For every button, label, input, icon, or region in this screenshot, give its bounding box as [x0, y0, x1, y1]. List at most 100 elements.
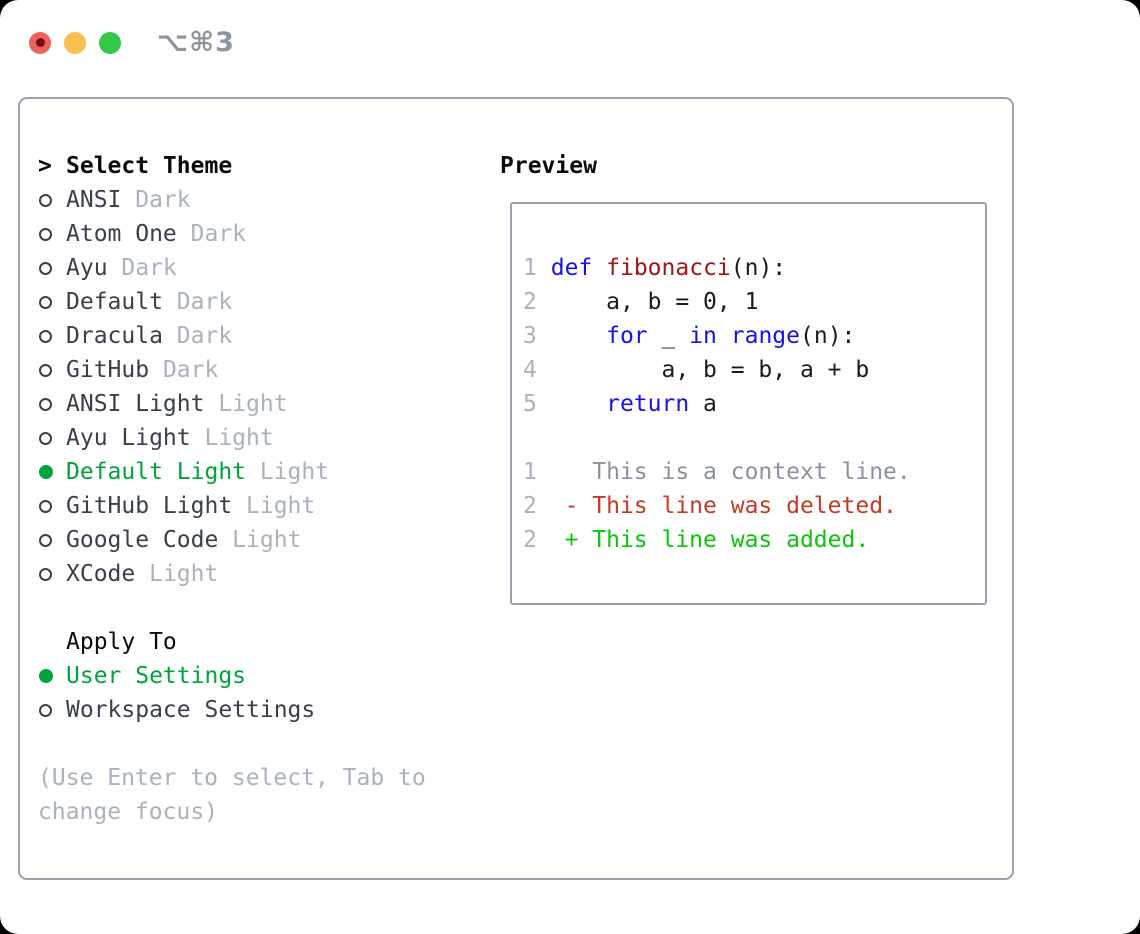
code-line: 3 for _ in range(n):	[523, 319, 985, 353]
radio-icon	[38, 363, 66, 377]
option-label: Default Light	[66, 459, 247, 485]
code-token-pl	[537, 323, 606, 349]
radio-selected-icon	[38, 669, 66, 683]
theme-option[interactable]: Ayu Dark	[38, 251, 426, 285]
option-label: GitHub Light	[66, 493, 233, 519]
radio-circle	[39, 499, 52, 513]
option-label: Ayu Light	[66, 425, 191, 451]
cursor-caret-icon: >	[38, 153, 52, 179]
option-label: Atom One	[66, 221, 177, 247]
code-line: 1 This is a context line.	[523, 455, 985, 489]
radio-icon	[38, 533, 66, 547]
select-theme-header: > Select Theme	[38, 149, 426, 183]
code-token-kw: return	[606, 391, 690, 417]
code-line: 2 + This line was added.	[523, 523, 985, 557]
code-token-num: 3	[523, 323, 537, 349]
zoom-button[interactable]	[99, 31, 121, 54]
code-token-pl	[537, 493, 565, 519]
code-token-pl: a, b = 0, 1	[536, 289, 759, 315]
radio-icon	[38, 567, 66, 581]
code-token-pl: a, b = b, a + b	[536, 357, 870, 383]
code-token-pl	[592, 255, 606, 281]
option-variant-tag: Dark	[162, 357, 219, 383]
close-button[interactable]	[29, 31, 51, 54]
code-token-pl: _	[647, 323, 690, 349]
option-label: Workspace Settings	[66, 697, 316, 723]
radio-circle	[39, 227, 52, 241]
apply-to-header: Apply To	[66, 629, 177, 655]
code-token-pl	[717, 323, 731, 349]
radio-circle	[39, 261, 52, 275]
radio-circle	[39, 363, 52, 377]
titlebar: ⌥⌘3	[29, 27, 235, 58]
apply-to-option[interactable]: User Settings	[38, 659, 426, 693]
option-label: XCode	[66, 561, 136, 587]
radio-circle	[39, 295, 52, 309]
code-token-pl: (n):	[730, 255, 787, 281]
code-token-num: 2	[523, 289, 537, 315]
option-label: Default	[66, 289, 163, 315]
radio-icon	[38, 397, 66, 411]
option-label: ANSI	[66, 187, 122, 213]
code-token-num: 4	[523, 357, 537, 383]
radio-icon	[38, 703, 66, 717]
radio-circle	[39, 703, 52, 717]
theme-option[interactable]: GitHub Dark	[38, 353, 426, 387]
radio-icon	[38, 329, 66, 343]
theme-option[interactable]: ANSI Dark	[38, 183, 426, 217]
window-title: ⌥⌘3	[157, 27, 235, 58]
hint-line: change focus)	[38, 799, 219, 825]
code-token-kw: range	[730, 323, 801, 349]
code-token-num: 1	[523, 459, 537, 485]
option-variant-tag: Light	[232, 527, 302, 553]
code-token-num: 2	[523, 493, 537, 519]
radio-circle	[39, 533, 52, 547]
code-line: 1 def fibonacci(n):	[523, 251, 985, 285]
code-token-pl	[537, 391, 606, 417]
code-token-num: 5	[523, 391, 537, 417]
option-variant-tag: Dark	[121, 255, 177, 281]
radio-icon	[38, 261, 66, 275]
code-token-del: - This line was deleted.	[564, 493, 897, 519]
code-token-kw: for	[606, 323, 648, 349]
theme-option[interactable]: GitHub Light Light	[38, 489, 426, 523]
radio-circle	[39, 431, 52, 445]
code-line: 2 - This line was deleted.	[523, 489, 985, 523]
code-line: 5 return a	[523, 387, 985, 421]
code-token-kw: def	[550, 255, 593, 281]
radio-icon	[38, 499, 66, 513]
hint-text: (Use Enter to select, Tab to change focu…	[38, 761, 426, 829]
minimize-button[interactable]	[64, 31, 86, 54]
code-line: 4 a, b = b, a + b	[523, 353, 985, 387]
code-token-ctx: This is a context line.	[536, 459, 911, 485]
radio-icon	[38, 227, 66, 241]
apply-to-option[interactable]: Workspace Settings	[38, 693, 426, 727]
code-token-pl: (n):	[800, 323, 856, 349]
radio-selected-icon	[38, 465, 66, 479]
radio-icon	[38, 295, 66, 309]
radio-circle	[39, 193, 52, 207]
radio-circle	[39, 329, 52, 343]
option-variant-tag: Light	[246, 493, 316, 519]
option-label: GitHub	[66, 357, 150, 383]
option-variant-tag: Dark	[135, 187, 191, 213]
radio-icon	[38, 193, 66, 207]
preview-title: Preview	[500, 153, 597, 179]
option-label: User Settings	[66, 663, 247, 689]
code-line: 2 a, b = 0, 1	[523, 285, 985, 319]
code-token-fn: fibonacci	[606, 255, 731, 281]
hint-line: (Use Enter to select, Tab to	[38, 765, 426, 791]
option-label: Ayu	[66, 255, 108, 281]
